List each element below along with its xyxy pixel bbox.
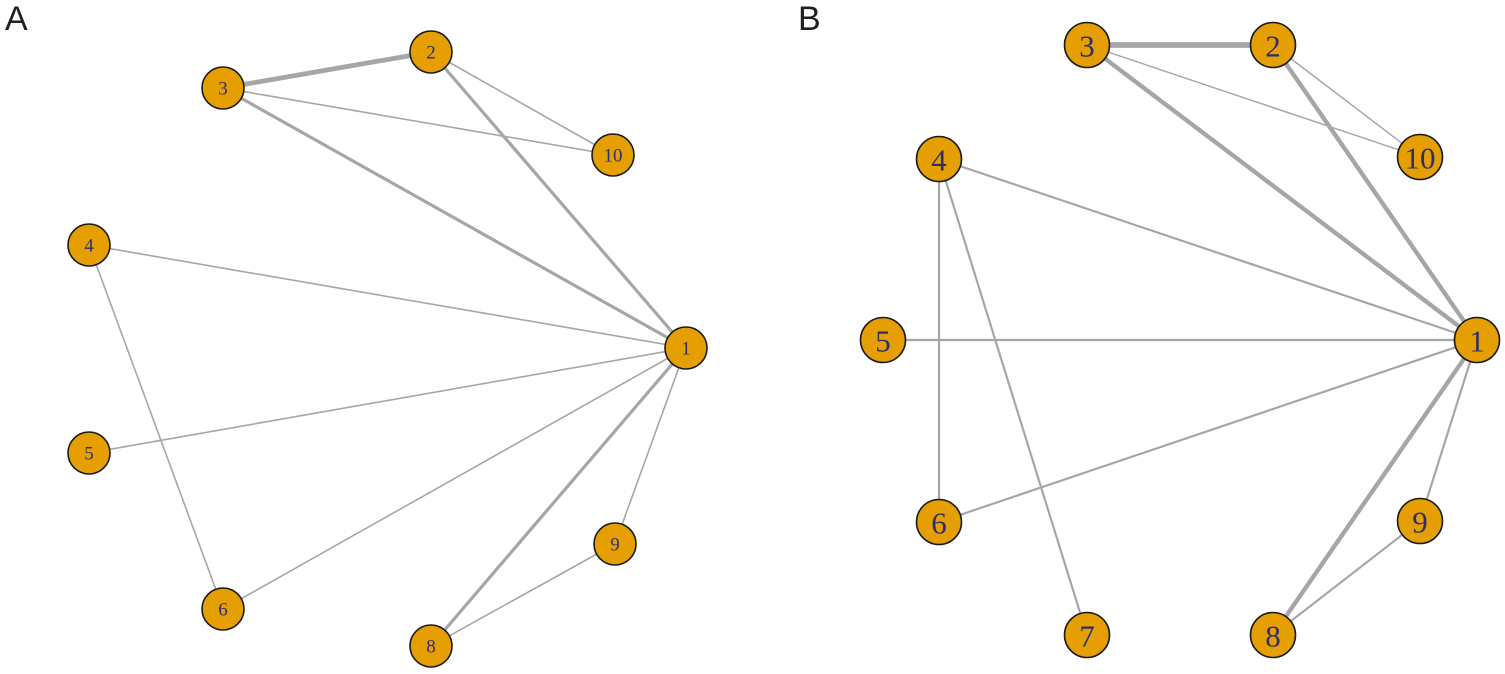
node-label: 9 xyxy=(610,535,620,556)
node-circle xyxy=(664,326,708,370)
panel-b-edge-9-1 xyxy=(1418,338,1479,523)
panel-b-edge-2-1 xyxy=(1270,42,1480,343)
panel-a-edge-8-9 xyxy=(430,543,616,647)
panel-a-edge-3-2 xyxy=(220,49,434,91)
panel-a-node-5: 5 xyxy=(67,431,111,475)
node-circle xyxy=(1453,316,1501,364)
node-circle xyxy=(67,223,111,267)
panel-a-edge-9-1 xyxy=(614,347,687,545)
node-circle xyxy=(1249,611,1297,659)
panel-a-edge-5-1 xyxy=(88,347,687,454)
panel-b-node-6: 6 xyxy=(915,498,963,546)
panel-b-label: B xyxy=(798,0,821,38)
panel-a-node-10: 10 xyxy=(591,133,635,177)
node-label: 10 xyxy=(604,146,623,167)
node-label: 3 xyxy=(218,79,228,100)
node-circle xyxy=(409,624,453,668)
node-circle xyxy=(1249,21,1297,69)
panel-b-node-4: 4 xyxy=(915,135,963,183)
panel-b-edge-8-9 xyxy=(1271,519,1422,637)
node-label: 2 xyxy=(426,43,436,64)
panel-b-node-2: 2 xyxy=(1249,21,1297,69)
node-label: 4 xyxy=(931,143,947,178)
panel-b-node-3: 3 xyxy=(1063,21,1111,69)
panel-b-network: 1 2 3 4 5 6 7 8 9 10 xyxy=(859,21,1501,659)
panel-a-node-8: 8 xyxy=(409,624,453,668)
node-circle xyxy=(1396,497,1444,545)
node-label: 7 xyxy=(1079,619,1095,654)
panel-a-edge-3-1 xyxy=(221,86,688,350)
panel-b-node-7: 7 xyxy=(1063,611,1111,659)
node-circle xyxy=(1063,21,1111,69)
panel-b-node-10: 10 xyxy=(1396,133,1444,181)
panel-a-edge-2-1 xyxy=(429,50,688,350)
node-label: 6 xyxy=(218,600,228,621)
node-label: 9 xyxy=(1412,505,1428,540)
panel-a-label: A xyxy=(5,0,28,38)
node-circle xyxy=(67,431,111,475)
panel-a-edge-4-1 xyxy=(88,244,687,349)
node-circle xyxy=(593,522,637,566)
panel-b-edge-4-7 xyxy=(937,157,1089,637)
node-label: 5 xyxy=(875,324,891,359)
node-label: 10 xyxy=(1405,141,1436,176)
panel-b-edge-3-1 xyxy=(1084,42,1480,343)
panel-b-node-8: 8 xyxy=(1249,611,1297,659)
panel-b-node-1: 1 xyxy=(1453,316,1501,364)
panel-a-edge-2-10 xyxy=(430,51,614,156)
node-circle xyxy=(1063,611,1111,659)
panel-a-node-1: 1 xyxy=(664,326,708,370)
node-circle xyxy=(1396,133,1444,181)
panel-a-node-9: 9 xyxy=(593,522,637,566)
node-circle xyxy=(201,66,245,110)
node-label: 1 xyxy=(681,339,691,360)
node-circle xyxy=(915,498,963,546)
panel-b-edge-2-10 xyxy=(1272,44,1421,158)
node-label: 5 xyxy=(84,444,94,465)
panel-a-node-2: 2 xyxy=(409,30,453,74)
panel-a-node-6: 6 xyxy=(201,587,245,631)
node-circle xyxy=(409,30,453,74)
panel-b-edge-6-1 xyxy=(937,338,1479,524)
panel-a-edge-4-6 xyxy=(88,244,224,610)
panel-b-node-9: 9 xyxy=(1396,497,1444,545)
node-circle xyxy=(591,133,635,177)
node-circle xyxy=(915,135,963,183)
panel-a-edge-8-1 xyxy=(429,346,688,648)
panel-b-node-5: 5 xyxy=(859,316,907,364)
node-label: 8 xyxy=(1265,619,1281,654)
node-label: 3 xyxy=(1079,29,1095,64)
panel-b-edge-4-1 xyxy=(937,157,1479,342)
node-label: 6 xyxy=(931,506,947,541)
panel-a-node-4: 4 xyxy=(67,223,111,267)
panel-b-edge-3-10 xyxy=(1086,44,1421,158)
node-circle xyxy=(201,587,245,631)
node-label: 1 xyxy=(1469,324,1485,359)
panel-b-edge-8-1 xyxy=(1270,337,1480,638)
panel-a-edge-6-1 xyxy=(222,347,687,610)
panel-a-edge-3-10 xyxy=(222,87,614,156)
node-label: 2 xyxy=(1265,29,1281,64)
node-label: 8 xyxy=(426,637,436,658)
panel-a-network: 1 2 3 4 5 6 8 9 10 xyxy=(67,30,708,668)
node-label: 4 xyxy=(84,236,94,257)
node-circle xyxy=(859,316,907,364)
panel-a-node-3: 3 xyxy=(201,66,245,110)
